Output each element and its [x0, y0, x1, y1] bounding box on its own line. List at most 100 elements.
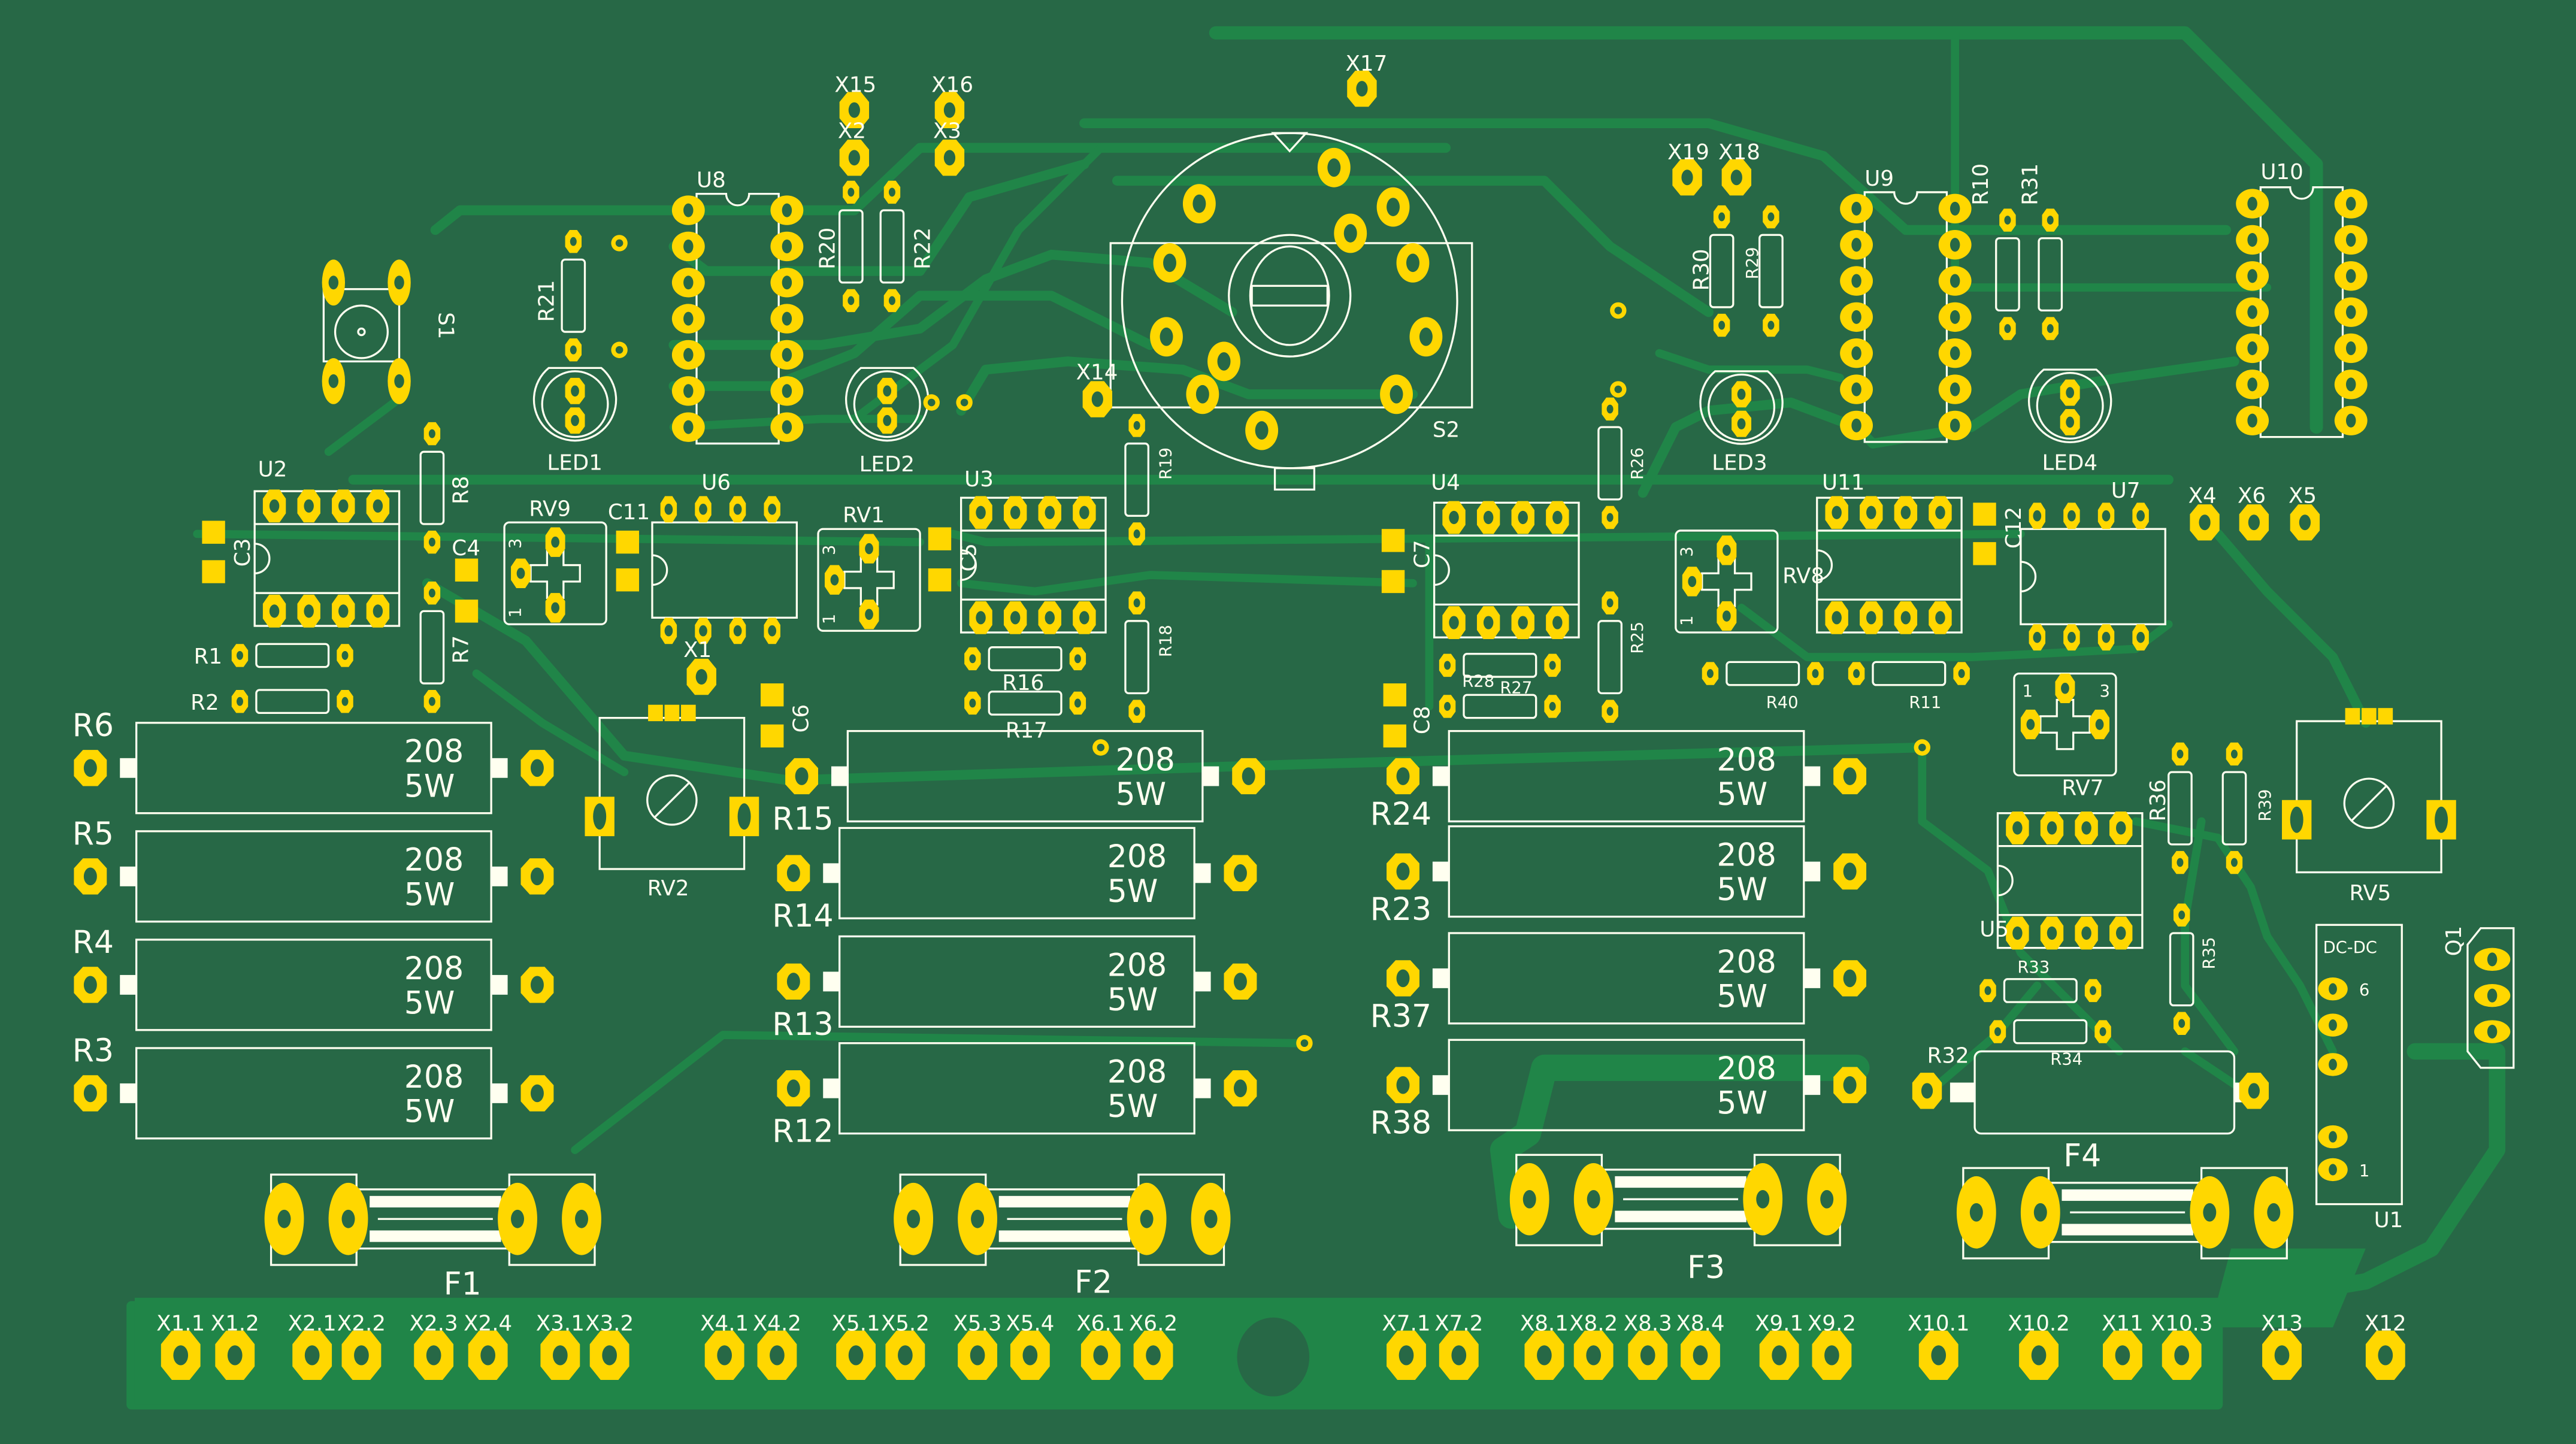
- smd-pad[interactable]: [202, 560, 225, 583]
- smd-pad[interactable]: [1973, 542, 1996, 565]
- smd-pad[interactable]: [928, 527, 952, 550]
- drill-hole: [683, 384, 694, 398]
- lead: [1803, 1075, 1821, 1095]
- test-point-x4: X4: [2188, 483, 2220, 541]
- smd-pad[interactable]: [1381, 529, 1405, 552]
- drill-hole: [2095, 719, 2104, 730]
- connector-x4-2: X4.2: [753, 1312, 801, 1381]
- smd-pad[interactable]: [761, 683, 784, 707]
- smd-pad[interactable]: [761, 724, 784, 748]
- connector-label: X6.1: [1076, 1312, 1125, 1336]
- ic-ref: U7: [2111, 479, 2141, 503]
- resistor-r1: R1: [194, 643, 353, 669]
- ic-outline: [253, 490, 401, 627]
- lead: [1432, 1075, 1449, 1095]
- resistor-ref: R2: [190, 691, 219, 715]
- connector-label: X8.2: [1569, 1312, 1618, 1336]
- capacitor-ref: C5: [956, 543, 981, 572]
- smd-pad[interactable]: [455, 558, 479, 582]
- resistor-ref: R37: [1370, 998, 1432, 1034]
- drill-hole: [786, 1079, 800, 1097]
- smd-pad[interactable]: [2345, 708, 2360, 725]
- connector-x8-2: X8.2: [1569, 1312, 1618, 1381]
- drill-hole: [1931, 1345, 1947, 1366]
- smd-pad[interactable]: [1383, 724, 1406, 748]
- drill-hole: [1900, 611, 1911, 625]
- led-outline: [532, 367, 617, 442]
- resistor-body: [988, 691, 1063, 716]
- test-point-label: X15: [834, 73, 876, 98]
- resistor-ref: R40: [1766, 694, 1799, 712]
- drill-hole: [733, 625, 742, 637]
- trimmer-ref: RV9: [529, 497, 571, 521]
- fuse-band: [998, 1230, 1131, 1242]
- smd-pad[interactable]: [680, 704, 696, 722]
- ic-notch: [255, 543, 271, 574]
- rotary-shaft-ring: [1228, 234, 1352, 358]
- smd-pad[interactable]: [2362, 708, 2377, 725]
- smd-pad[interactable]: [616, 568, 640, 592]
- connector-x1-1: X1.1: [156, 1312, 205, 1381]
- test-point-label: X1: [683, 638, 712, 662]
- drill-hole: [1994, 1027, 2001, 1036]
- resistor-value: 208: [1717, 838, 1776, 874]
- drill-hole: [2068, 510, 2076, 522]
- drill-hole: [570, 237, 577, 246]
- capacitor-ref: C12: [2002, 507, 2026, 549]
- drill-hole: [1737, 418, 1746, 429]
- drill-hole: [570, 345, 577, 355]
- drill-hole: [1706, 669, 1714, 678]
- ic-u2: U2: [253, 457, 401, 628]
- ic-outline: [651, 521, 798, 619]
- pin-label: 1: [1678, 616, 1696, 626]
- via-hole: [960, 398, 968, 407]
- drill-hole: [2061, 683, 2069, 694]
- smd-pad[interactable]: [616, 530, 640, 554]
- smd-pad[interactable]: [648, 704, 663, 722]
- drill-hole: [2299, 514, 2311, 531]
- drill-hole: [2487, 988, 2498, 1003]
- copper-trace: [324, 398, 399, 456]
- smd-pad[interactable]: [1383, 683, 1406, 707]
- connector-label: X5.3: [953, 1312, 1002, 1336]
- lead: [1202, 766, 1219, 786]
- smd-pad[interactable]: [2378, 708, 2393, 725]
- smd-pad[interactable]: [1973, 502, 1996, 526]
- drill-hole: [1327, 158, 1341, 177]
- connector-label: X4.1: [700, 1312, 749, 1336]
- resistor-ref: R3: [72, 1033, 114, 1069]
- resistor-body: [255, 689, 330, 715]
- drill-hole: [373, 604, 383, 618]
- smd-pad[interactable]: [928, 568, 952, 592]
- test-point-label: X3: [933, 119, 961, 143]
- capacitor-c5: C5: [928, 527, 981, 592]
- ic-ref: U6: [701, 470, 731, 495]
- drill-hole: [341, 1209, 355, 1228]
- smd-pad[interactable]: [202, 520, 225, 544]
- drill-hole: [969, 654, 976, 664]
- drill-hole: [1217, 352, 1231, 371]
- trimmer-ref: RV8: [1782, 564, 1824, 589]
- drill-hole: [1518, 510, 1528, 525]
- drill-hole: [2435, 806, 2448, 833]
- drill-hole: [2047, 926, 2057, 940]
- resistor-ref: R39: [2256, 789, 2275, 822]
- drill-hole: [83, 976, 97, 994]
- resistor-ref: R27: [1500, 679, 1532, 697]
- drill-hole: [1718, 212, 1726, 222]
- resistor-r10: R10: [1969, 164, 2020, 340]
- drill-hole: [277, 1209, 291, 1228]
- drill-hole: [768, 625, 777, 637]
- drill-hole: [2066, 416, 2075, 428]
- smd-pad[interactable]: [455, 600, 479, 623]
- test-point-label: X16: [931, 73, 973, 98]
- ic-outline: [1863, 191, 1948, 443]
- lead: [823, 971, 840, 992]
- drill-hole: [2026, 719, 2035, 730]
- drill-hole: [907, 1209, 921, 1228]
- connector-label: X11: [2102, 1312, 2144, 1336]
- smd-pad[interactable]: [1381, 570, 1405, 594]
- drill-hole: [1074, 654, 1081, 664]
- smd-pad[interactable]: [664, 704, 680, 722]
- copper-trace: [2181, 817, 2239, 1056]
